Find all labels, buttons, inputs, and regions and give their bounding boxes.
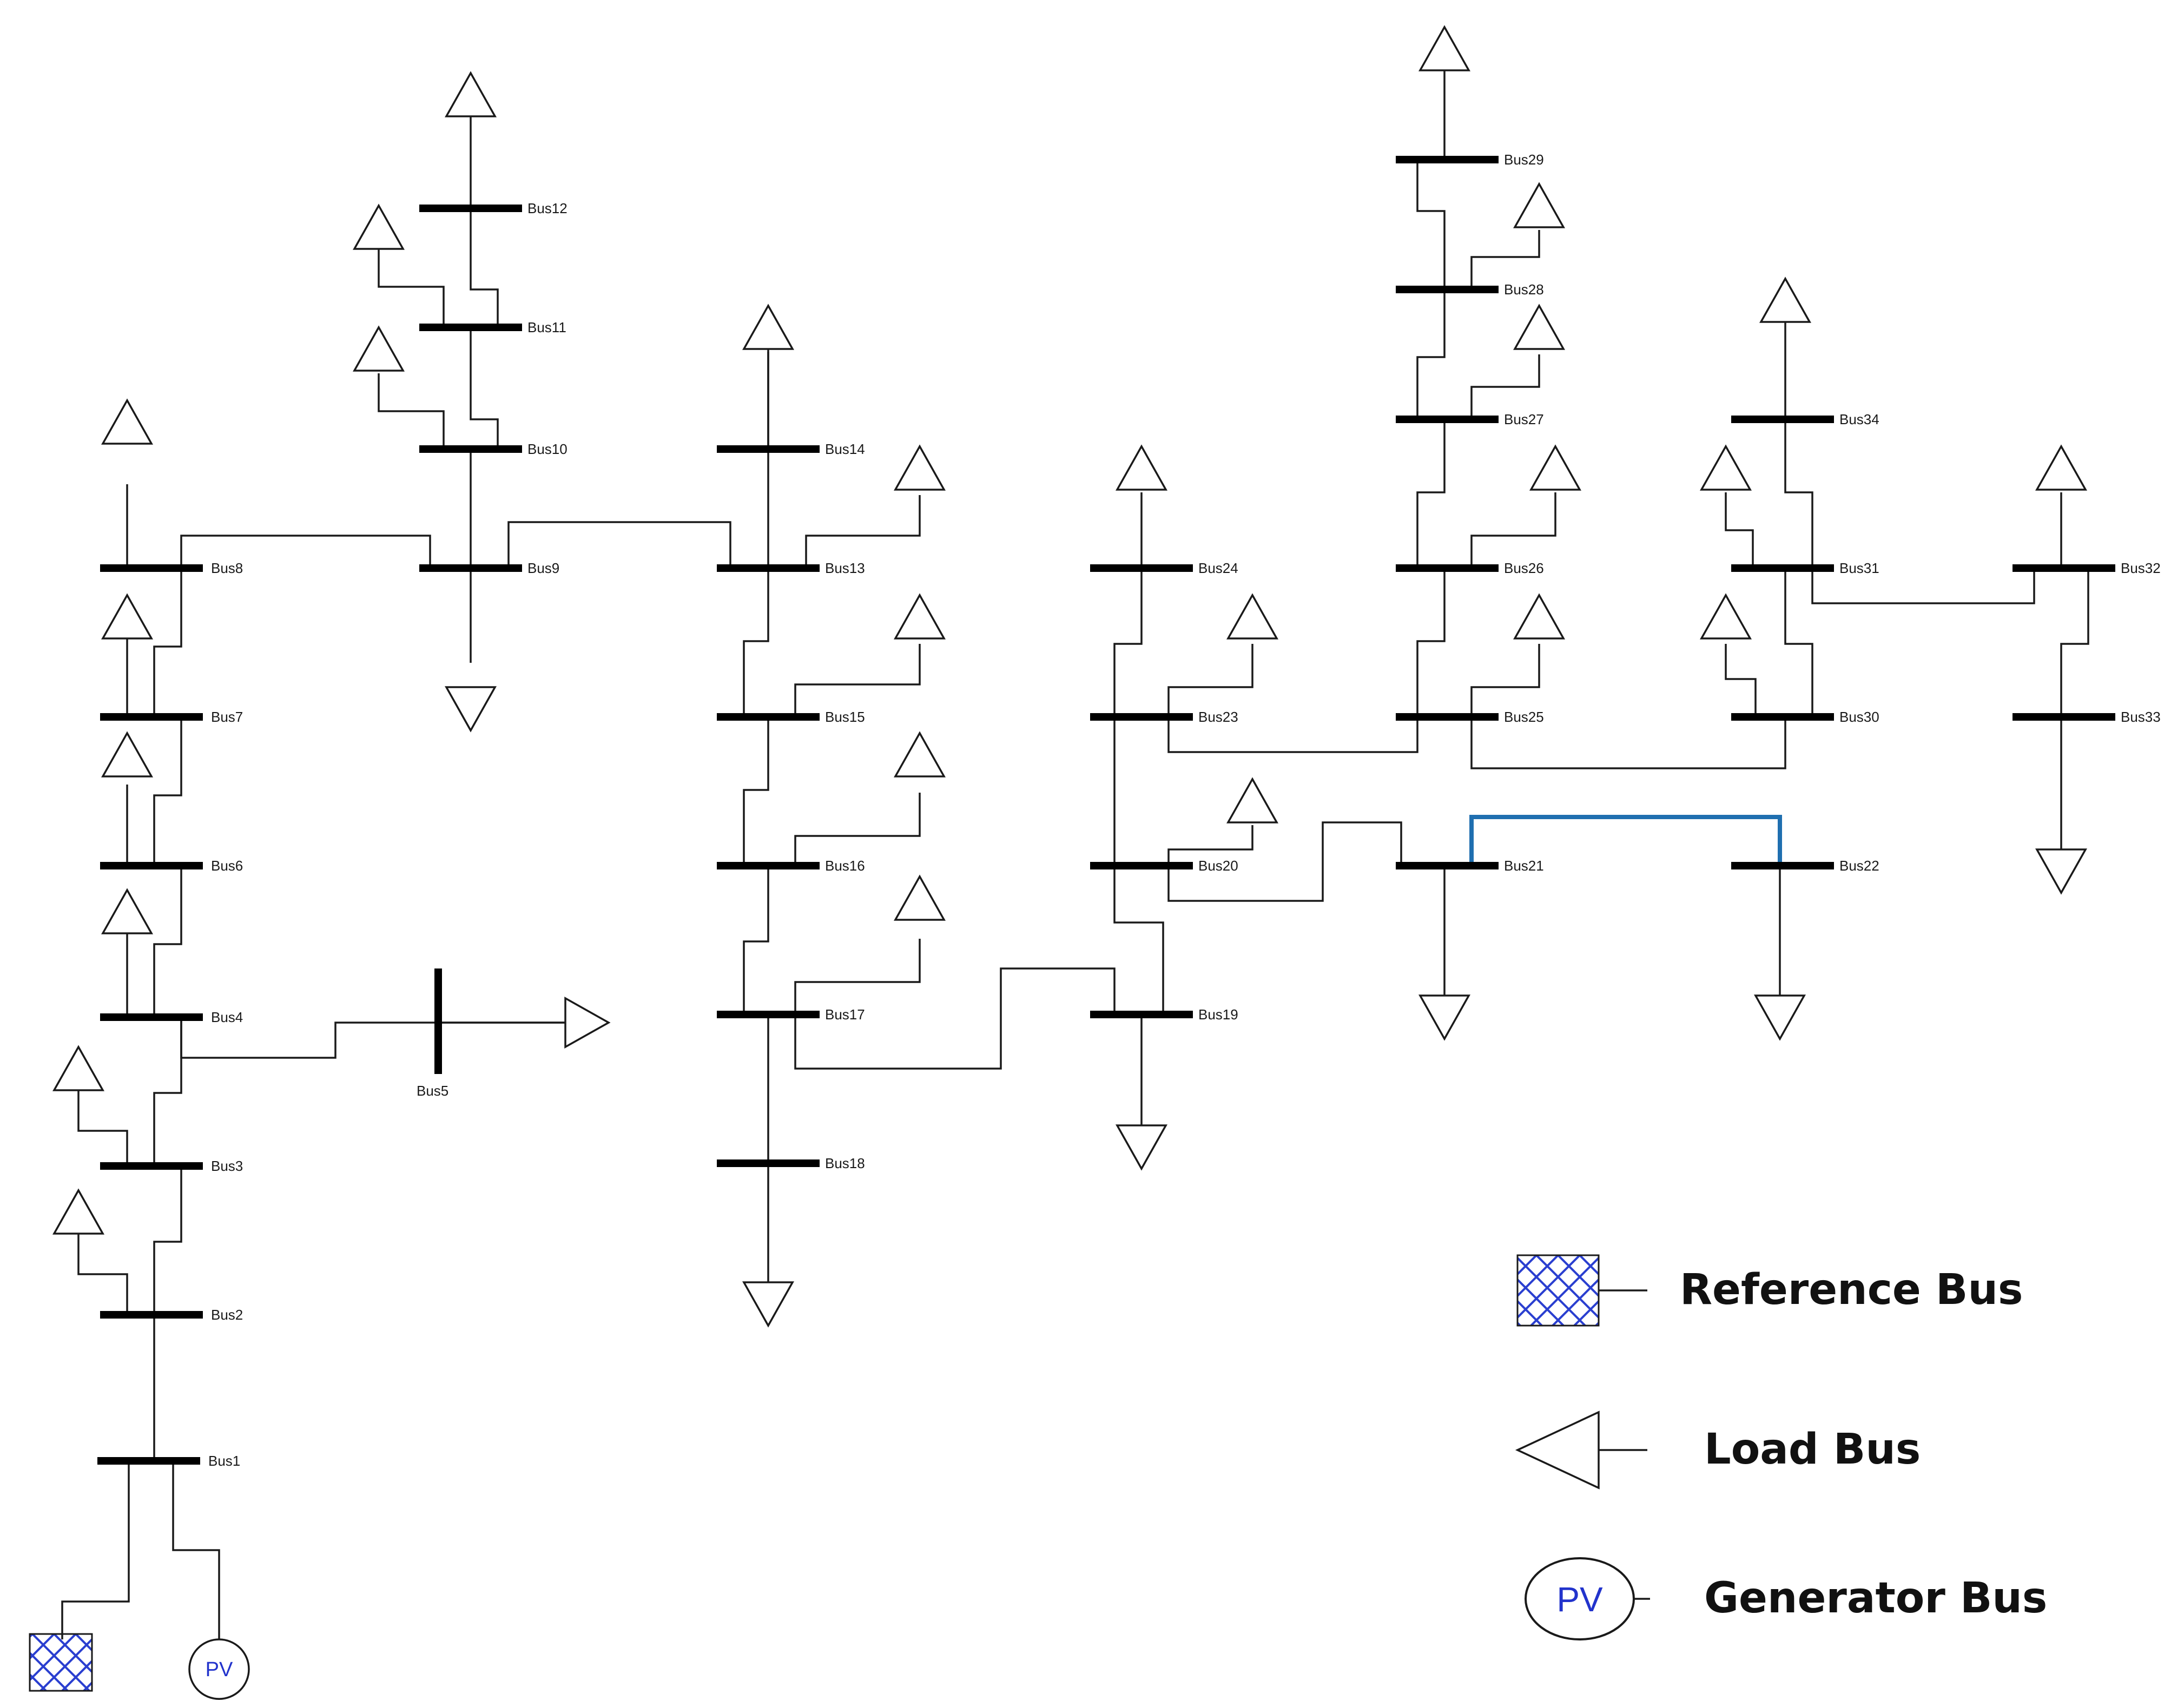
bus-label: Bus20 bbox=[1198, 858, 1238, 874]
load-symbols-down bbox=[445, 686, 2087, 1328]
load-icon bbox=[101, 398, 153, 445]
load-icon bbox=[1418, 25, 1470, 71]
load-icon bbox=[2035, 848, 2087, 895]
bus-label: Bus28 bbox=[1504, 281, 1544, 298]
load-icon bbox=[1116, 1124, 1167, 1171]
bus-label: Bus3 bbox=[211, 1158, 243, 1174]
load-icon bbox=[353, 325, 405, 372]
bus-label: Bus25 bbox=[1504, 709, 1544, 725]
bus-label: Bus34 bbox=[1839, 411, 1879, 427]
load-icon bbox=[1513, 593, 1565, 640]
load-icon bbox=[894, 444, 946, 491]
load-icon bbox=[101, 593, 153, 640]
bus-label: Bus15 bbox=[825, 709, 865, 725]
load-icon bbox=[445, 686, 497, 733]
bus-label: Bus1 bbox=[208, 1453, 240, 1469]
load-icon bbox=[1418, 994, 1470, 1041]
bus-label: Bus24 bbox=[1198, 560, 1238, 576]
load-icon bbox=[1226, 593, 1278, 640]
load-symbols bbox=[52, 25, 2087, 1235]
load-icon bbox=[52, 1045, 104, 1091]
load-icon bbox=[1226, 777, 1278, 823]
bus-labels: Bus1 Bus2 Bus3 Bus4 Bus5 Bus6 Bus7 Bus8 … bbox=[208, 151, 2161, 1469]
highlighted-line-bus21-bus22 bbox=[1469, 815, 1782, 866]
load-icon bbox=[445, 71, 497, 117]
legend: Reference Bus Load Bus PV Generator Bus bbox=[1515, 1254, 2047, 1640]
connection-lines bbox=[61, 70, 2089, 1639]
load-icon bbox=[2035, 444, 2087, 491]
bus-label: Bus22 bbox=[1839, 858, 1879, 874]
load-icon bbox=[1529, 444, 1581, 491]
bus-label: Bus29 bbox=[1504, 151, 1544, 168]
load-icon bbox=[894, 593, 946, 640]
bus-label: Bus17 bbox=[825, 1006, 865, 1023]
load-icon bbox=[1759, 276, 1811, 323]
load-icon bbox=[353, 203, 405, 250]
reference-bus-icon bbox=[29, 1633, 93, 1692]
bus-label: Bus31 bbox=[1839, 560, 1879, 576]
bus-label: Bus7 bbox=[211, 709, 243, 725]
load-icon bbox=[1513, 304, 1565, 350]
bus-label: Bus12 bbox=[527, 200, 568, 216]
load-icon bbox=[894, 731, 946, 777]
legend-generator-label: Generator Bus bbox=[1704, 1574, 2047, 1623]
bus-label: Bus2 bbox=[211, 1307, 243, 1323]
bus-label: Bus10 bbox=[527, 441, 568, 457]
legend-reference-item: Reference Bus bbox=[1516, 1254, 2023, 1327]
legend-generator-item: PV Generator Bus bbox=[1525, 1557, 2047, 1640]
load-icon bbox=[1515, 1411, 1600, 1490]
bus-label: Bus14 bbox=[825, 441, 865, 457]
legend-load-item: Load Bus bbox=[1515, 1411, 1921, 1490]
reference-bus-icon bbox=[1516, 1254, 1600, 1327]
load-icon bbox=[101, 888, 153, 934]
load-icon bbox=[1513, 182, 1565, 228]
bus-label: Bus26 bbox=[1504, 560, 1544, 576]
pv-label: PV bbox=[206, 1658, 233, 1681]
bus-label: Bus5 bbox=[417, 1083, 448, 1099]
bus-bars bbox=[97, 156, 2115, 1465]
bus-label: Bus23 bbox=[1198, 709, 1238, 725]
load-icon bbox=[742, 304, 794, 350]
legend-load-label: Load Bus bbox=[1704, 1425, 1921, 1474]
legend-pv-text: PV bbox=[1556, 1580, 1603, 1619]
bus-label: Bus11 bbox=[527, 319, 566, 335]
load-icon bbox=[564, 997, 611, 1049]
bus-label: Bus27 bbox=[1504, 411, 1544, 427]
load-icon bbox=[1754, 994, 1806, 1041]
load-icon bbox=[894, 874, 946, 921]
load-icon bbox=[1700, 593, 1752, 640]
bus-label: Bus13 bbox=[825, 560, 865, 576]
load-icon bbox=[52, 1188, 104, 1235]
load-icon bbox=[742, 1281, 794, 1328]
pv-generator-icon: PV bbox=[188, 1638, 250, 1700]
bus-label: Bus33 bbox=[2121, 709, 2161, 725]
bus-label: Bus32 bbox=[2121, 560, 2161, 576]
load-icon bbox=[101, 731, 153, 777]
bus-label: Bus9 bbox=[527, 560, 559, 576]
bus-label: Bus21 bbox=[1504, 858, 1544, 874]
bus-label: Bus19 bbox=[1198, 1006, 1238, 1023]
bus-label: Bus16 bbox=[825, 858, 865, 874]
bus-label: Bus4 bbox=[211, 1009, 243, 1025]
load-icon bbox=[1700, 444, 1752, 491]
bus-label: Bus8 bbox=[211, 560, 243, 576]
load-icon bbox=[1116, 444, 1167, 491]
bus-label: Bus30 bbox=[1839, 709, 1879, 725]
legend-reference-label: Reference Bus bbox=[1680, 1266, 2023, 1314]
bus-label: Bus6 bbox=[211, 858, 243, 874]
bus-label: Bus18 bbox=[825, 1155, 865, 1171]
